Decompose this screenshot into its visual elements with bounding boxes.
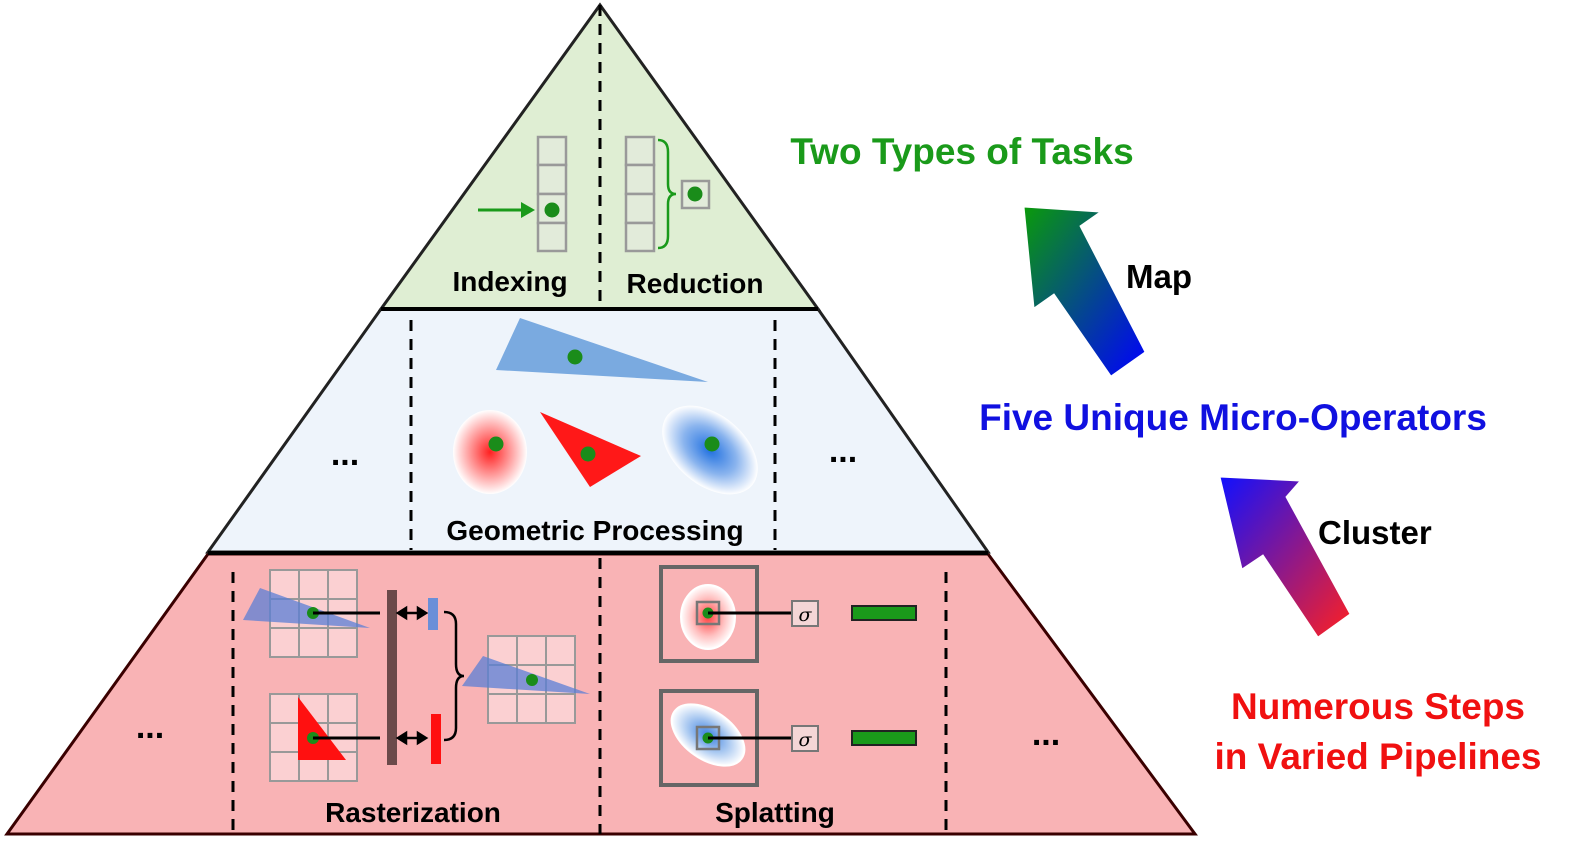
- sample-point: [567, 349, 583, 365]
- sample-point: [580, 446, 596, 462]
- five-micro-operators-heading: Five Unique Micro-Operators: [979, 397, 1487, 438]
- sigma-symbol: σ: [799, 604, 813, 626]
- red-depth-marker: [431, 714, 441, 764]
- reduction-array: [624, 135, 656, 253]
- two-types-heading: Two Types of Tasks: [790, 131, 1133, 172]
- indexing-array: [536, 135, 568, 253]
- depth-compare-upper: [395, 605, 429, 621]
- sigma-box: [791, 600, 819, 627]
- red-triangle: [298, 697, 346, 760]
- blue-triangle: [243, 588, 370, 628]
- splatting-illustration: σ σ: [659, 565, 917, 787]
- red-gaussian: [453, 410, 527, 494]
- map-label: Map: [1126, 258, 1192, 295]
- sample-point: [544, 202, 560, 218]
- reduction-brace: [657, 138, 677, 250]
- numerous-steps-heading-line2: in Varied Pipelines: [1215, 736, 1542, 777]
- depth-compare-lower: [395, 730, 429, 746]
- middle-tier: ... ... Geometric Processing: [205, 307, 991, 555]
- merge-brace: [443, 610, 465, 742]
- cluster-arrow: [1219, 476, 1351, 638]
- blue-triangle: [462, 656, 590, 694]
- reduction-label: Reduction: [627, 268, 764, 299]
- bottom-tier: ... ...: [4, 552, 1198, 836]
- bottom-ellipsis-left: ...: [136, 708, 164, 746]
- depth-bar: [387, 590, 397, 765]
- cluster-label: Cluster: [1318, 514, 1432, 551]
- sample-point: [488, 436, 504, 452]
- rasterization-illustration: [243, 569, 590, 782]
- bottom-ellipsis-right: ...: [1032, 715, 1060, 753]
- blue-primitive-triangle: [496, 318, 708, 382]
- top-tier: Indexing Reduction: [378, 2, 821, 311]
- splatting-label: Splatting: [715, 797, 835, 828]
- sigma-symbol: σ: [799, 729, 813, 751]
- numerous-steps-heading-line1: Numerous Steps: [1231, 686, 1525, 727]
- rasterization-label: Rasterization: [325, 797, 501, 828]
- geometric-processing-label: Geometric Processing: [446, 515, 743, 546]
- sample-point: [687, 186, 703, 202]
- blue-depth-marker: [428, 598, 438, 630]
- sigma-box: [791, 725, 819, 752]
- indexing-label: Indexing: [452, 266, 567, 297]
- middle-ellipsis-right: ...: [829, 432, 857, 470]
- green-result-bar: [851, 730, 917, 746]
- right-panel: Two Types of Tasks Map Five Unique Micro…: [790, 131, 1541, 777]
- green-result-bar: [851, 605, 917, 621]
- sample-point: [704, 436, 720, 452]
- sample-point: [526, 674, 538, 686]
- middle-ellipsis-left: ...: [331, 435, 359, 473]
- map-arrow: [1023, 206, 1146, 377]
- index-arrow: [478, 202, 535, 218]
